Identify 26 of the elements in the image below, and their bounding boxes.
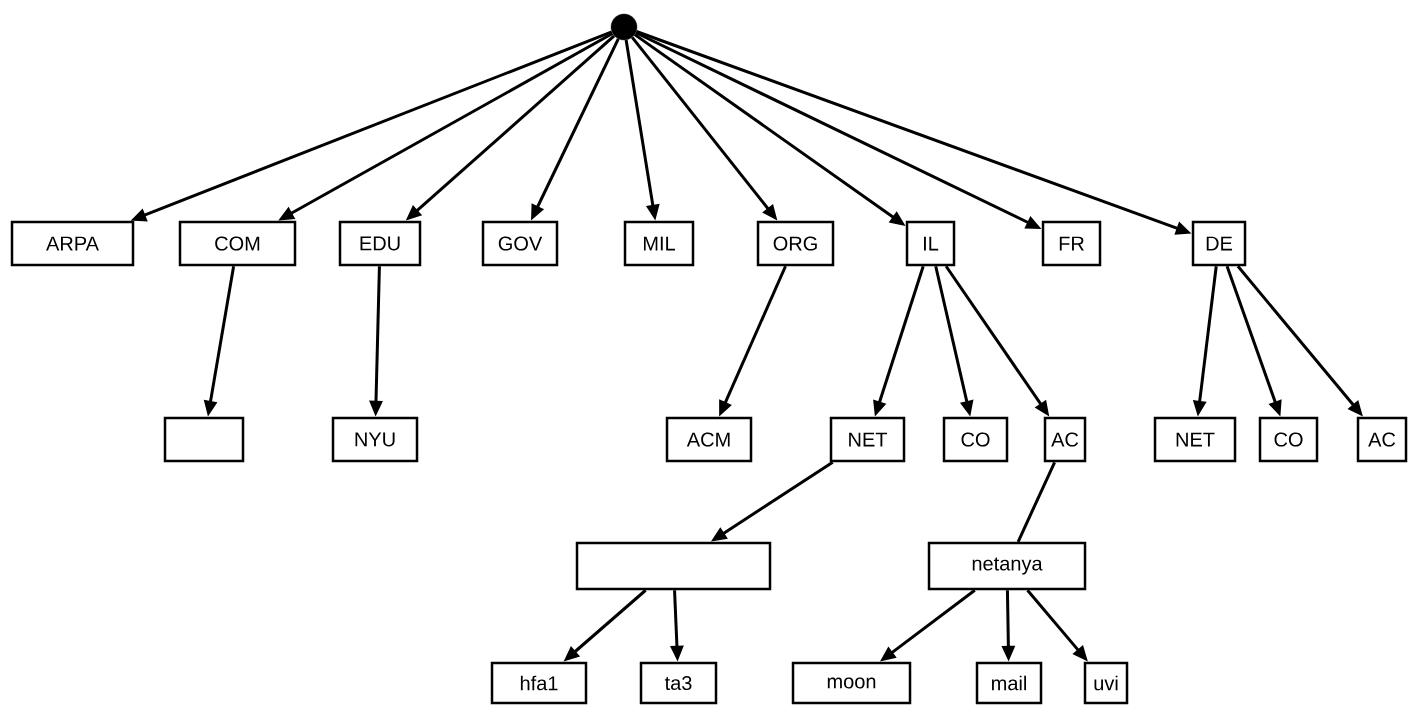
label-box: NYU	[331, 416, 419, 463]
label-box: CO	[1258, 416, 1319, 463]
label-box: NET	[829, 416, 906, 463]
label-box: mail	[975, 661, 1043, 705]
label-box: uvi	[1083, 661, 1129, 705]
label-box: AC	[1043, 416, 1087, 463]
label-box: FR	[1041, 220, 1102, 267]
label-box: NET	[1153, 416, 1237, 463]
label-box: GOV	[481, 220, 559, 267]
label-box: MIL	[623, 220, 695, 267]
label-box: ACM	[665, 416, 753, 463]
label-box: ta3	[639, 661, 718, 705]
label-box: ARPA	[10, 220, 135, 267]
label-box	[163, 416, 245, 463]
label-box: DE	[1191, 220, 1247, 267]
label-box: CO	[942, 416, 1009, 463]
root-dot	[610, 13, 638, 41]
label-box: EDU	[338, 220, 422, 267]
label-box: netanya	[927, 541, 1087, 591]
label-box: hfa1	[490, 661, 588, 705]
label-box: IL	[905, 220, 956, 267]
label-box	[575, 541, 772, 591]
label-box: moon	[791, 661, 912, 705]
label-box: ORG	[756, 220, 835, 267]
label-box: AC	[1356, 416, 1408, 463]
label-box: COM	[178, 220, 297, 267]
